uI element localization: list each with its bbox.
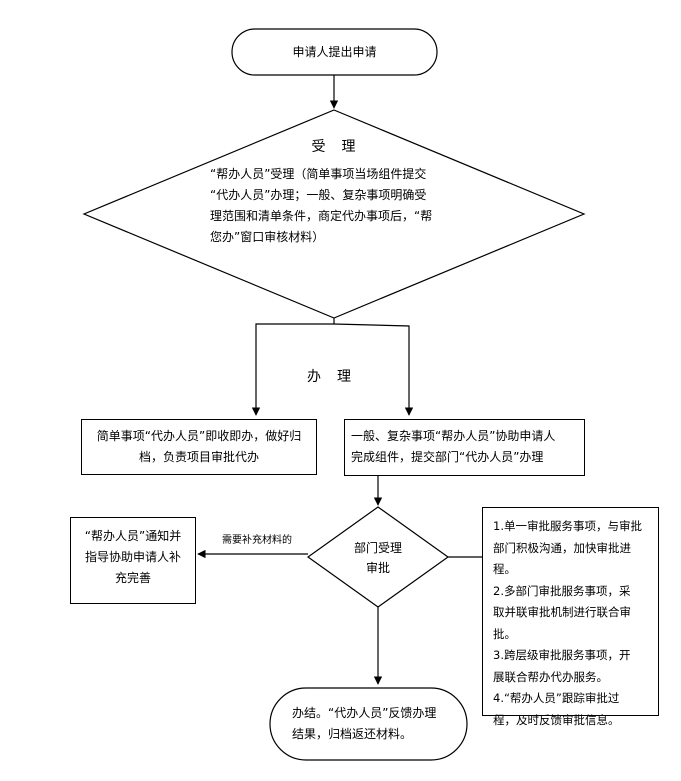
finish-line: 办结。“代办人员”反馈办理 [292,706,437,720]
notes-line: 部门积极沟通，加快审批进程。 [493,540,631,577]
complex-line: 完成组件，提交部门“代办人员”办理 [351,450,544,464]
handle-title: 办 理 [307,369,352,385]
notes-line: 批。 [493,626,516,641]
notes-box: 1.单一审批服务事项，与审批 部门积极沟通，加快审批进程。 2.多部门审批服务事… [482,507,659,727]
notes-line: 2.多部门审批服务事项，采 [493,583,631,598]
notes-line: 取并联审批机制进行联合审 [493,605,631,619]
review-line: 部门受理 [353,541,402,555]
notes-line: 4.“帮办人员”跟踪审批过 [493,691,620,705]
complex-process-box: 一般、复杂事项“帮办人员”协助申请人 完成组件，提交部门“代办人员”办理 [344,419,585,476]
split-connector-right [333,323,414,416]
simple-line: 简单事项“代办人员”即收即办，做好归 [96,429,302,443]
complex-line: 一般、复杂事项“帮办人员”协助申请人 [351,429,556,443]
simple-line: 档，负责项目审批代办 [138,450,259,464]
start-node: 申请人提出申请 [232,42,437,63]
simple-process-box: 简单事项“代办人员”即收即办，做好归 档，负责项目审批代办 [81,419,317,475]
notify-box: “帮办人员”通知并 指导协助申请人补 充完善 [70,517,196,604]
notes-line: 3.跨层级审批服务事项，开 [493,648,631,662]
notes-line: 1.单一审批服务事项，与审批 [493,519,642,533]
start-node-label: 申请人提出申请 [292,45,377,59]
supplement-label: 需要补充材料的 [222,535,292,546]
notify-line: 指导协助申请人补 [84,550,181,564]
notify-line: 充完善 [114,571,151,585]
accept-line: “代办人员”办理；一般、复杂事项明确受 [210,188,427,202]
review-label: 部门受理 审批 [348,538,408,578]
notes-line: 程，及时反馈审批信息。 [493,712,620,727]
accept-description: “帮办人员”受理（简单事项当场组件提交 “代办人员”办理；一般、复杂事项明确受 … [210,164,480,248]
finish-line: 结果，归档返还材料。 [292,727,413,741]
notify-line: “帮办人员”通知并 [84,529,182,543]
accept-line: 理范围和清单条件，商定代办事项后，“帮 [210,209,433,223]
finish-node-shape [269,687,468,761]
finish-node: 办结。“代办人员”反馈办理 结果，归档返还材料。 [292,703,452,745]
accept-line: 您办”窗口审核材料） [210,230,325,244]
review-line: 审批 [365,561,390,575]
split-connector [251,318,335,416]
accept-title: 受 理 [311,139,357,155]
notes-line: 展联合帮办代办服务。 [493,669,608,684]
accept-line: “帮办人员”受理（简单事项当场组件提交 [210,167,427,181]
